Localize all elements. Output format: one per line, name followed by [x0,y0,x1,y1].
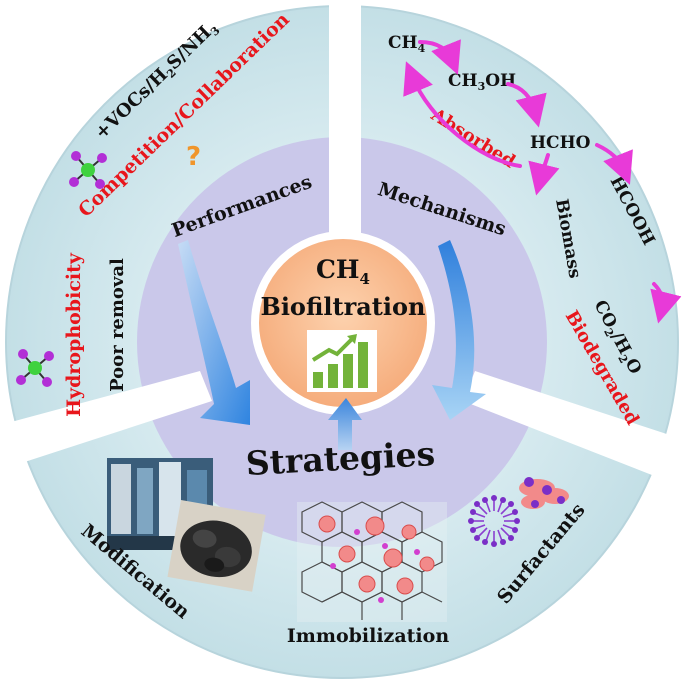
strategies-to-center-arrow [328,398,362,450]
question-mark-icon: ? [186,142,201,172]
packing-material-photo [167,499,266,592]
hydrophobicity-label: Hydrophobicity [63,252,85,417]
sector-dividers [0,0,685,488]
porous-framework-icon [297,501,447,622]
center-title-biofiltration: Biofiltration [261,292,426,321]
molecule-icon-top [69,151,107,189]
poor-removal-label: Poor removal [107,258,128,392]
pathway-arrows [403,39,682,324]
immobilization-label: Immobilization [287,625,449,647]
microbe-cluster-icon [519,477,569,509]
hcho-label: HCHO [530,133,591,153]
growth-bar-chart-icon [307,330,377,392]
ch4-label: CH4 [388,33,426,55]
surfactant-micelle-icon [468,495,520,547]
performances-to-strategies-arrow [178,240,250,425]
center-title-ch4: CH4 [316,255,370,288]
mechanisms-to-strategies-arrow [432,240,486,420]
molecule-icon-bottom [16,349,54,387]
